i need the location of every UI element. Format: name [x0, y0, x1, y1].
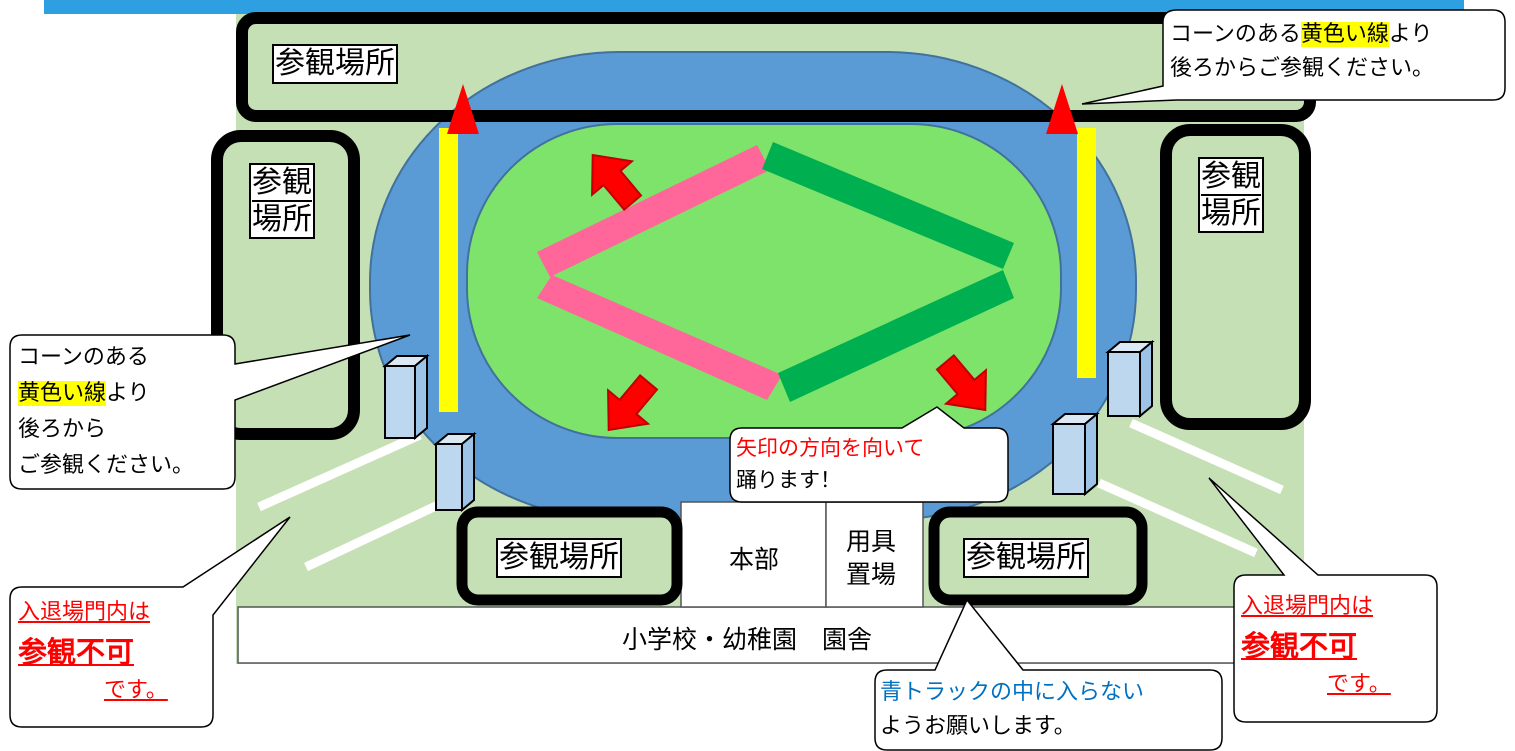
callout-gate-right: [1208, 477, 1438, 723]
viewing-area-bottom-right-label: 参観場所: [963, 538, 1089, 578]
callout-gate-left-line2: 参観不可: [18, 635, 135, 669]
callout-center-line2: 踊ります！: [736, 468, 841, 492]
green-band-upper: [762, 142, 1014, 269]
gate-pillar-icon: [1050, 411, 1100, 497]
callout-top-right-line1: コーンのある黄色い線より: [1170, 18, 1434, 52]
top-band: [44, 0, 1464, 14]
equipment-storage: [825, 501, 924, 608]
callout-left-line2: 黄色い線より: [18, 376, 194, 412]
callout-center: [729, 406, 1009, 503]
red-cone-icon: [1046, 84, 1078, 134]
green-band-lower: [778, 270, 1014, 402]
callout-left-line1: コーンのある: [18, 345, 149, 370]
callout-left-line2-after: より: [106, 381, 150, 406]
viewing-area-left-label: 参観 場所: [249, 163, 315, 239]
viewing-area-top-label: 参観場所: [272, 44, 398, 84]
pink-band-lower: [537, 275, 782, 400]
entrance-line: [1097, 478, 1258, 558]
red-arrow-icon: [607, 374, 659, 432]
pink-band-upper: [537, 145, 770, 277]
gate-pillar-icon: [433, 431, 477, 513]
callout-gate-left-line1: 入退場門内は: [18, 600, 151, 625]
callout-left-line4: ご参観ください。: [18, 453, 195, 478]
callout-top-right: [1081, 9, 1506, 105]
viewing-area-right-label-line1: 参観: [1201, 159, 1261, 194]
viewing-area-right-label-line2: 場所: [1201, 194, 1261, 231]
callout-top-right-line1-after: より: [1388, 22, 1433, 47]
yellow-line-right: [1077, 128, 1096, 378]
callout-bottom-line1: 青トラックの中に入らない: [880, 680, 1145, 705]
callout-left-text: コーンのある 黄色い線より 後ろから ご参観ください。: [18, 340, 194, 484]
callout-gate-right-text: 入退場門内は 参観不可 です。: [1241, 590, 1391, 702]
callout-bottom-text: 青トラックの中に入らない ようお願いします。: [880, 676, 1144, 744]
callout-gate-left: [9, 516, 291, 728]
equipment-storage-label-line1: 用具: [846, 527, 897, 556]
gate-pillar-icon: [382, 353, 430, 441]
callout-top-right-line2: 後ろからご参観ください。: [1170, 56, 1435, 81]
callout-top-right-line1-before: コーンのある: [1170, 22, 1301, 47]
callout-bottom: [874, 598, 1223, 751]
headquarters-label: 本部: [729, 545, 780, 574]
callout-left-highlight: 黄色い線: [18, 381, 107, 406]
red-arrow-icon: [591, 153, 643, 211]
callout-gate-left-text: 入退場門内は 参観不可 です。: [18, 596, 168, 708]
red-cone-icon: [447, 84, 479, 134]
viewing-area-right-label: 参観 場所: [1198, 157, 1264, 233]
callout-gate-right-line2: 参観不可: [1241, 629, 1358, 663]
entrance-line: [1129, 418, 1284, 495]
callout-left: [9, 334, 411, 490]
callout-center-line1: 矢印の方向を向いて: [736, 436, 925, 460]
entrance-line: [257, 430, 422, 512]
yellow-line-left: [439, 128, 458, 412]
equipment-storage-label: 用具 置場: [846, 525, 896, 591]
red-arrow-icon: [935, 354, 987, 412]
viewing-area-bottom-left-label: 参観場所: [496, 538, 622, 578]
callout-center-text: 矢印の方向を向いて 踊ります！: [736, 432, 924, 496]
school-building: [237, 606, 1303, 664]
school-building-label: 小学校・幼稚園 園舎: [622, 625, 873, 654]
callout-gate-right-line3: です。: [1327, 672, 1391, 697]
callout-gate-right-line1: 入退場門内は: [1241, 594, 1374, 619]
gate-pillar-icon: [1105, 339, 1155, 419]
callout-bottom-line2: ようお願いします。: [880, 714, 1076, 739]
equipment-storage-label-line2: 置場: [846, 560, 897, 589]
callout-top-right-text: コーンのある黄色い線より 後ろからご参観ください。: [1170, 18, 1434, 86]
callout-left-line3: 後ろから: [18, 417, 107, 442]
callout-gate-left-line3: です。: [104, 678, 168, 703]
callout-top-right-highlight: 黄色い線: [1300, 22, 1389, 47]
viewing-area-left-label-line1: 参観: [252, 165, 312, 200]
viewing-area-left-label-line2: 場所: [252, 200, 312, 237]
